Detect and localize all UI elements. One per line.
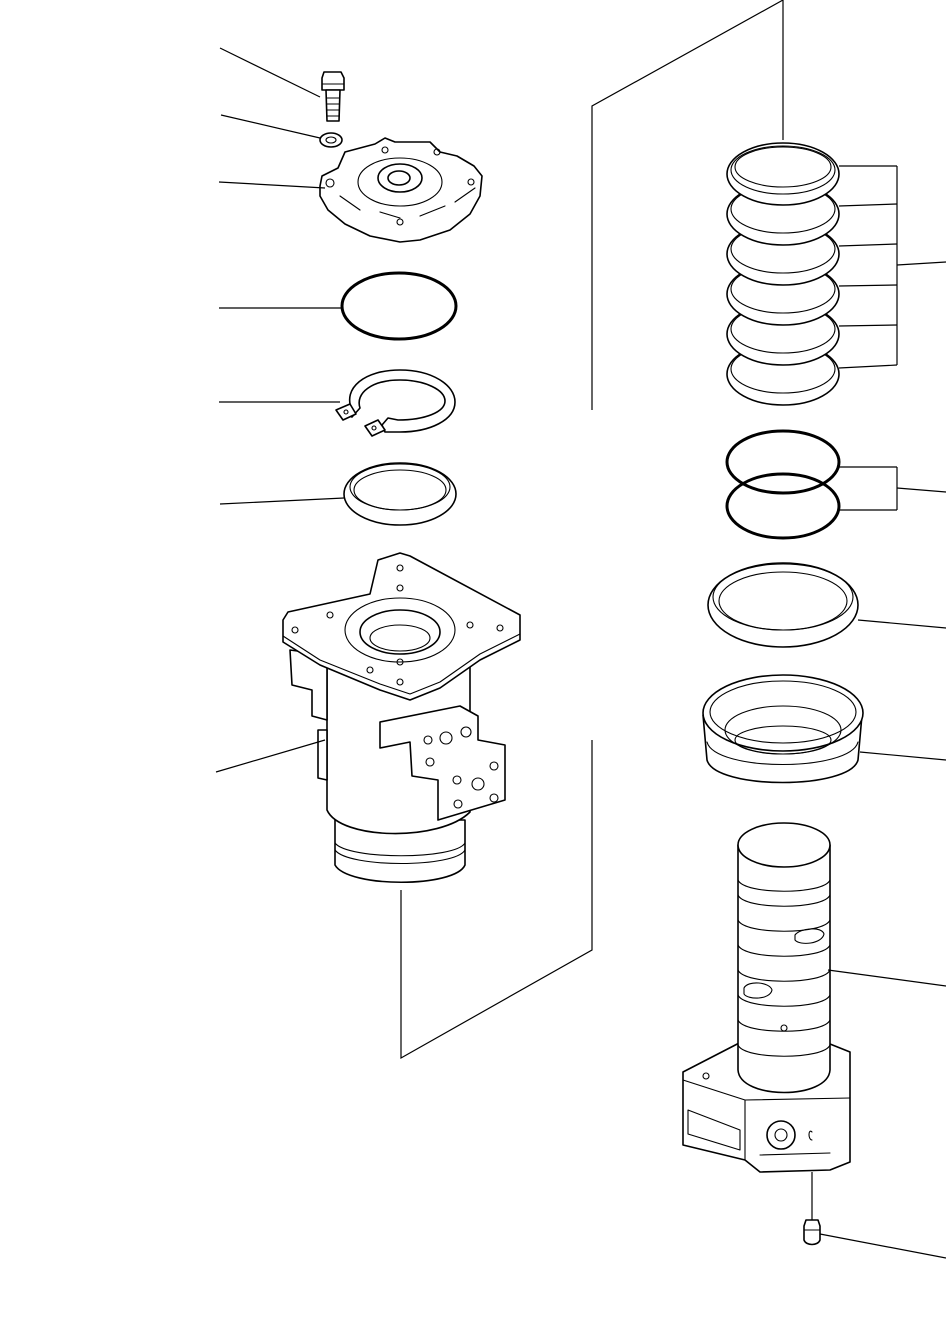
o-ring-part [340,271,458,341]
o-rings-leader [839,466,946,511]
washer-leader [220,114,321,139]
ring-part [343,462,457,526]
cover-part [319,137,483,243]
assembly-reference-lines [400,0,784,1060]
shaft-leader [827,969,946,987]
snap-ring-part [335,369,456,437]
slipper-seals-part [726,142,840,406]
o-rings-part [725,429,841,540]
ring-leader [219,497,345,505]
housing-part [282,552,521,883]
slipper-seal-ring [726,142,840,206]
shaft-part [682,822,851,1173]
housing-leader [215,739,326,773]
plug-leader [819,1233,946,1259]
ring-right-part [707,562,859,648]
ring-right-leader [857,619,946,629]
plug-part [803,1219,821,1246]
seal-part [702,674,864,784]
seal-leader [859,751,946,761]
washer-part [319,132,343,148]
bolt-leader [219,47,321,98]
bolt-part [321,71,345,122]
cover-leader [218,181,326,189]
slipper-seals-leader [838,165,946,369]
